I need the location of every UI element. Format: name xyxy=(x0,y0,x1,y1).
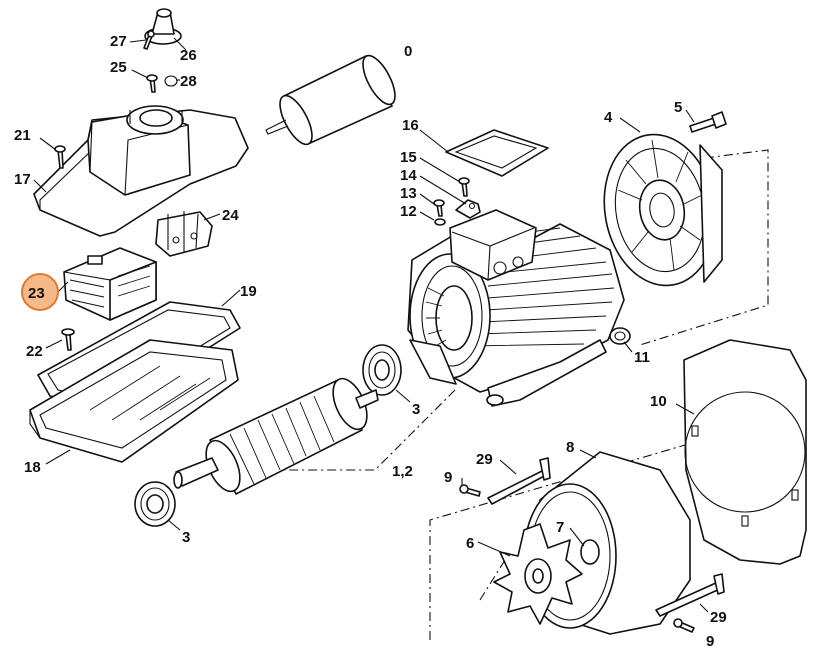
assembly-line-fan xyxy=(479,559,506,601)
screw-part-13 xyxy=(433,199,445,217)
callout-27: 27 xyxy=(110,33,127,50)
callout-9-upper: 9 xyxy=(444,469,452,486)
callout-12: 12 xyxy=(400,203,417,220)
callout-29-lower: 29 xyxy=(710,609,727,626)
callout-25: 25 xyxy=(110,59,127,76)
bearing-part-3-lower xyxy=(134,481,176,527)
screw-part-15 xyxy=(458,177,470,197)
bracket-part-29-upper xyxy=(487,457,551,505)
oring-part-28 xyxy=(164,75,178,87)
bearing-part-3-upper xyxy=(362,344,402,396)
screw-part-22 xyxy=(61,328,75,351)
callout-8: 8 xyxy=(566,439,574,456)
assembly-line-right xyxy=(639,149,769,346)
callout-9-lower: 9 xyxy=(706,633,714,646)
fan-cover-part-8 xyxy=(523,451,691,635)
callout-10: 10 xyxy=(650,393,667,410)
end-shield-part-4 xyxy=(603,133,723,287)
callout-18: 18 xyxy=(24,459,41,476)
screw-part-5 xyxy=(689,111,727,133)
callout-24: 24 xyxy=(222,207,239,224)
highlight-marker-23 xyxy=(21,273,59,311)
callout-16: 16 xyxy=(402,117,419,134)
callout-17: 17 xyxy=(14,171,31,188)
callout-15: 15 xyxy=(400,149,417,166)
callout-14: 14 xyxy=(400,167,417,184)
gasket-part-16 xyxy=(445,129,549,177)
screw-part-25 xyxy=(146,74,158,93)
callout-19: 19 xyxy=(240,283,257,300)
callout-3-upper: 3 xyxy=(412,401,420,418)
screw-part-9-lower xyxy=(673,618,695,633)
callout-4: 4 xyxy=(604,109,613,126)
callout-23: 23 xyxy=(28,285,45,302)
assembly-line-bottom xyxy=(429,419,771,640)
callout-11: 11 xyxy=(634,349,650,366)
washer-part-12 xyxy=(434,218,446,226)
callout-22: 22 xyxy=(26,343,43,360)
screw-part-9-upper xyxy=(459,484,481,497)
callout-capacitor: 0 xyxy=(404,43,412,60)
cover-part-17 xyxy=(33,105,249,237)
plug-part-11 xyxy=(609,327,631,345)
callout-3-lower: 3 xyxy=(182,529,190,546)
callout-26: 26 xyxy=(180,47,197,64)
callout-7: 7 xyxy=(556,519,564,536)
callout-6: 6 xyxy=(466,535,474,552)
base-part-18 xyxy=(29,339,239,463)
callout-1-2: 1,2 xyxy=(392,463,413,480)
callout-28: 28 xyxy=(180,73,197,90)
motor-housing xyxy=(407,209,625,407)
contactor-part-23 xyxy=(63,247,157,321)
callout-21: 21 xyxy=(14,127,31,144)
callout-13: 13 xyxy=(400,185,417,202)
bracket-part-29-lower xyxy=(655,573,725,617)
callout-5: 5 xyxy=(674,99,682,116)
screw-part-27 xyxy=(143,30,155,50)
cowl-part-10 xyxy=(683,339,807,565)
rotor-part-1-2 xyxy=(173,377,379,495)
callout-29-upper: 29 xyxy=(476,451,493,468)
capacitor-part xyxy=(265,54,396,146)
leader-lines xyxy=(33,37,709,613)
switch-part-24 xyxy=(155,211,213,257)
clamp-part-14 xyxy=(455,199,481,219)
fan-part-6 xyxy=(493,523,583,625)
